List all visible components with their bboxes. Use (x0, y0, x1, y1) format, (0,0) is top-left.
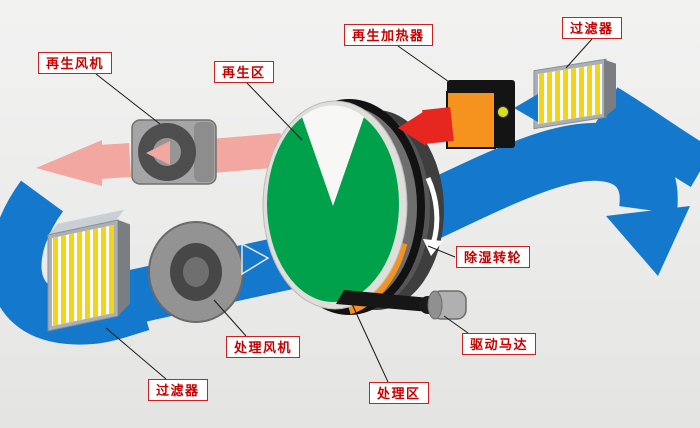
regen-air-inlet-duct (594, 87, 700, 187)
rotation-arrow (425, 176, 440, 245)
label-regeneration-zone: 再生区 (214, 61, 274, 83)
regen-exhaust-arrowhead (36, 140, 102, 186)
heater-indicator-dot (497, 106, 509, 118)
leader-process-zone (351, 303, 389, 383)
filter-bottom-media (52, 224, 114, 326)
filter-top-media (538, 63, 602, 124)
label-drive-motor: 驱动马达 (462, 333, 537, 355)
label-dehumid-wheel: 除湿转轮 (456, 246, 531, 268)
process-air-outlet-arrowhead (606, 206, 690, 276)
desiccant-wheel (262, 99, 444, 315)
regen-exhaust-duct-left (98, 143, 132, 179)
wheel-regeneration-sector (302, 105, 364, 206)
label-regeneration-heater: 再生加热器 (344, 24, 433, 46)
label-process-fan: 处理风机 (226, 336, 301, 358)
process-air-arrowhead (241, 242, 270, 276)
process-fan (148, 221, 244, 323)
leader-regen-fan (95, 73, 161, 125)
filter-top (533, 58, 616, 130)
filter-top-pleats (539, 64, 600, 124)
drive-motor (336, 290, 467, 320)
leader-lines (95, 38, 593, 383)
regen-heater (446, 80, 515, 149)
leader-process-fan (213, 299, 247, 337)
leader-filter-top (565, 38, 593, 69)
drive-belt-lower (336, 290, 430, 312)
leader-filter-bottom (105, 327, 167, 380)
hot-air-arrow (398, 107, 454, 146)
filter-bottom-top-face (48, 209, 124, 235)
label-filter-bottom: 过滤器 (148, 379, 208, 401)
leader-regen-zone (246, 82, 303, 141)
filter-bottom (47, 209, 130, 332)
regen-fan (131, 119, 217, 185)
filter-bottom-side-face (118, 219, 130, 316)
leader-regen-heater (397, 45, 453, 85)
regen-exhaust-duct (210, 133, 284, 173)
regen-heater-front (446, 91, 496, 149)
regen-fan-flow-arrowhead (146, 141, 170, 165)
label-filter-top: 过滤器 (562, 17, 622, 39)
leader-drive-motor (443, 315, 469, 334)
label-regeneration-fan: 再生风机 (38, 52, 113, 74)
label-process-zone: 处理区 (369, 382, 429, 404)
regen-air-arrowhead (514, 94, 538, 122)
filter-bottom-pleats (53, 224, 114, 326)
leader-dehumid-wheel (427, 245, 456, 258)
filter-top-side-face (604, 59, 616, 118)
